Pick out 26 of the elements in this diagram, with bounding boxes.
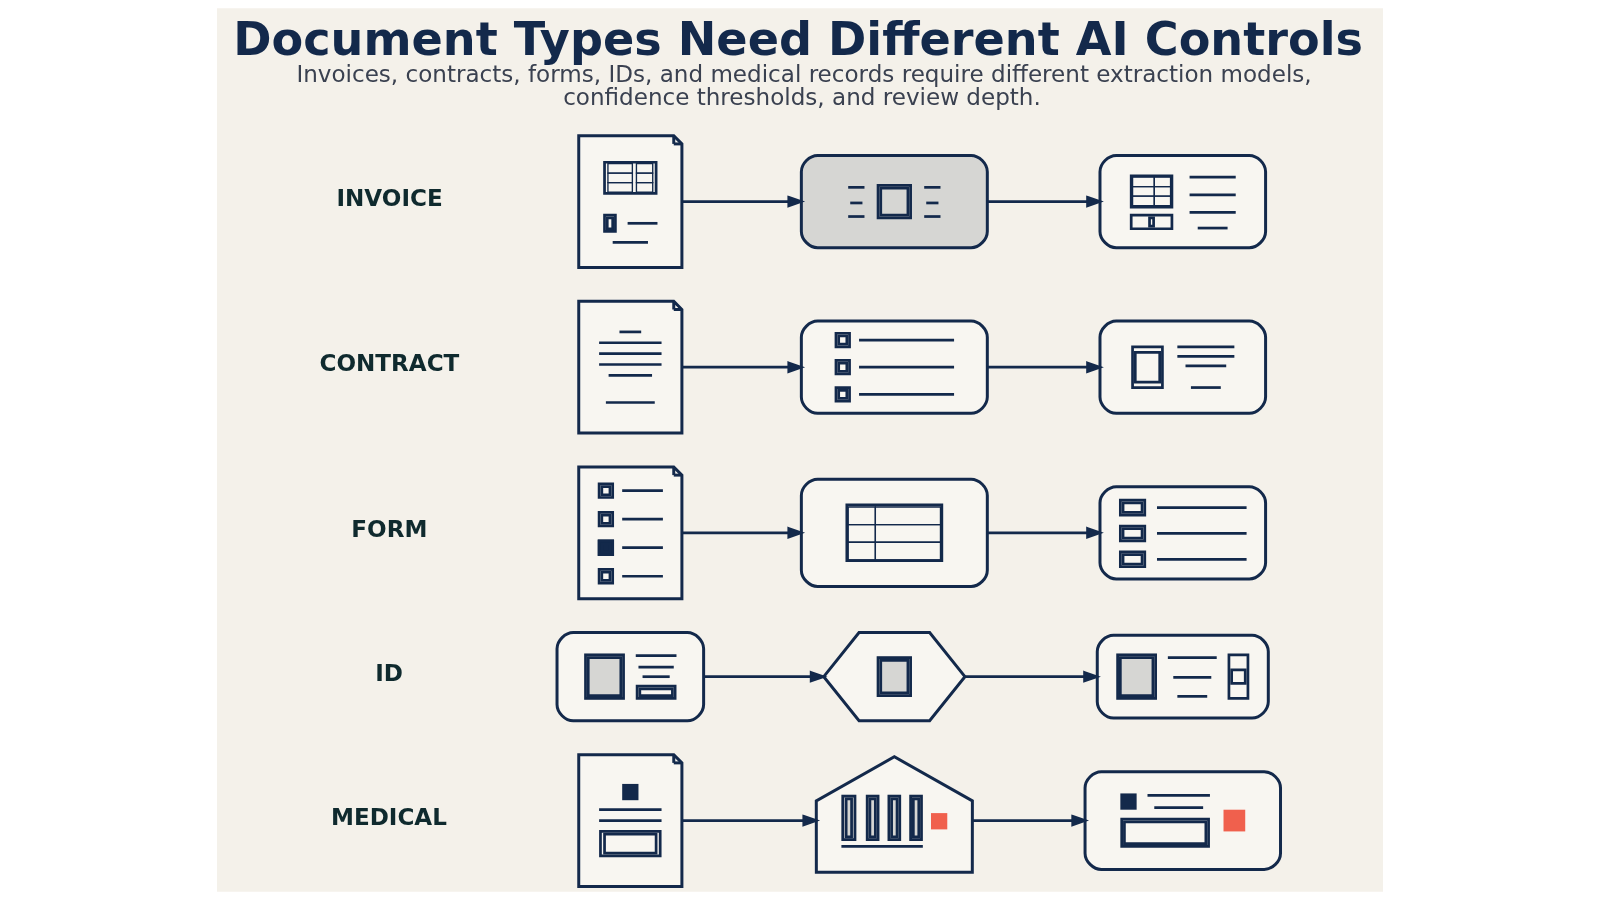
arrow — [682, 361, 806, 374]
arrow — [682, 526, 806, 539]
arrow — [682, 195, 806, 208]
node-picture — [799, 477, 989, 588]
node-picture — [814, 755, 974, 874]
node-picture — [1098, 319, 1268, 415]
arrow — [987, 195, 1104, 208]
node-picture — [799, 153, 989, 250]
label: MEDICAL — [331, 803, 447, 830]
label: CONTRACT — [319, 350, 460, 377]
node-picture — [821, 631, 967, 723]
node-picture — [1083, 770, 1282, 871]
arrow — [965, 670, 1101, 683]
arrow — [987, 526, 1104, 539]
node-picture — [799, 319, 989, 415]
arrow — [703, 670, 828, 683]
node-picture — [1098, 153, 1268, 250]
node-picture — [555, 631, 706, 723]
node-picture — [1098, 485, 1268, 581]
arrow — [682, 814, 821, 827]
label: INVOICE — [336, 184, 443, 211]
label: ID — [375, 659, 403, 686]
node-picture — [1095, 633, 1270, 720]
arrow — [987, 361, 1104, 374]
arrow — [972, 814, 1089, 827]
label: FORM — [351, 516, 428, 543]
